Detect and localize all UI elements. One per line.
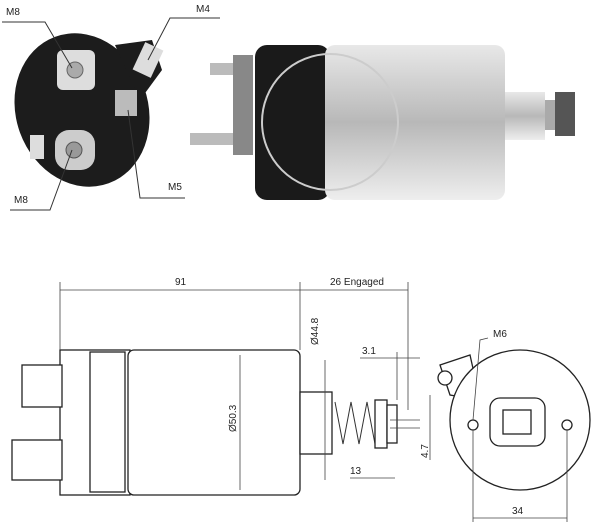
dim-13: 13 — [350, 466, 362, 477]
dim-44-8: Ø44.8 — [310, 317, 321, 345]
label-m8-bottom: M8 — [14, 195, 28, 206]
dim-91: 91 — [175, 277, 187, 288]
label-m4: M4 — [196, 4, 210, 15]
terminal-m5 — [115, 90, 137, 116]
photo-leader-lines — [2, 17, 220, 211]
end-view-photo — [14, 33, 164, 187]
dim-34: 34 — [512, 506, 524, 517]
watermark-logo — [261, 53, 399, 191]
dim-50-3: Ø50.3 — [228, 404, 239, 432]
label-m8-top: M8 — [6, 7, 20, 18]
end-drawing — [437, 337, 591, 522]
dim-4-7: 4.7 — [420, 444, 431, 458]
side-drawing — [11, 349, 420, 496]
dim-26-engaged: 26 Engaged — [330, 277, 384, 288]
dim-m6: M6 — [493, 329, 507, 340]
dim-3-1: 3.1 — [362, 346, 376, 357]
label-m5: M5 — [168, 182, 182, 193]
side-view-photo — [190, 45, 575, 200]
dimension-lines — [59, 282, 431, 490]
